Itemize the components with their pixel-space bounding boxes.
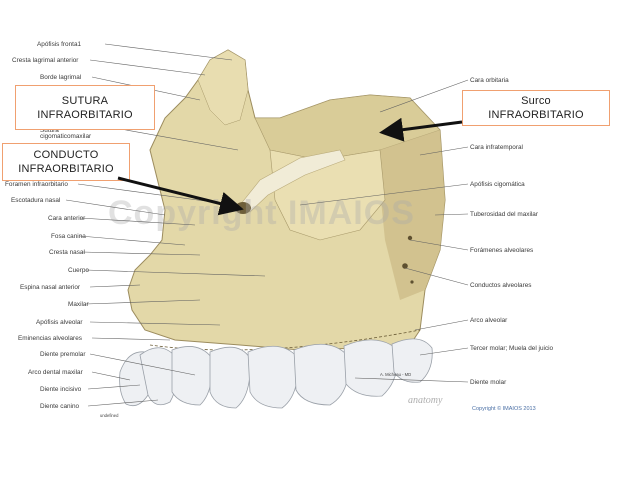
box-sutura-infraorbitario: SUTURA INFRAORBITARIO xyxy=(15,85,155,130)
small-note: undefined xyxy=(100,413,119,418)
label-foramenes-alveolares: Forámenes alveolares xyxy=(470,247,534,254)
label-maxilar: Maxilar xyxy=(68,301,89,308)
label-tercer-molar: Tercer molar; Muela del juicio xyxy=(470,345,554,352)
label-borde-lagrimal: Borde lagrimal xyxy=(40,74,82,81)
copyright-text: Copyright © IMAIOS 2013 xyxy=(472,406,536,412)
brand-mark: anatomy xyxy=(408,395,443,406)
label-diente-molar: Diente molar xyxy=(470,379,507,386)
box-surco-infraorbitario: Surco INFRAORBITARIO xyxy=(462,90,610,126)
infraorbital-canal xyxy=(239,149,346,213)
box-sutura-line1: SUTURA xyxy=(61,94,109,107)
tooth-molar-3 xyxy=(343,339,399,397)
label-tuberosidad: Tuberosidad del maxilar xyxy=(470,211,538,218)
box-conducto-line1: CONDUCTO xyxy=(33,149,99,161)
label-foramen-infraorbitario: Foramen infraorbitario xyxy=(5,181,68,188)
label-sutura-cigomaticomaxilar: Sutura cigomaticomaxilar xyxy=(40,127,92,141)
label-cara-infratemporal: Cara infratemporal xyxy=(470,144,523,151)
alveolar-foramen-3 xyxy=(410,280,414,284)
label-apofisis-cigomatica: Apófisis cigomática xyxy=(470,181,525,188)
label-arco-alveolar: Arco alveolar xyxy=(470,317,508,324)
label-cresta-nasal: Cresta nasal xyxy=(49,249,85,256)
box-surco-line2: INFRAORBITARIO xyxy=(488,109,584,121)
label-eminencias-alveolares: Eminencias alveolares xyxy=(18,335,82,342)
alveolar-foramen-1 xyxy=(407,235,413,241)
label-espina-nasal: Espina nasal anterior xyxy=(20,284,81,291)
alveolar-foramen-2 xyxy=(402,263,408,269)
label-cara-anterior: Cara anterior xyxy=(48,215,86,222)
label-conductos-alveolares: Conductos alveolares xyxy=(470,282,532,289)
tooth-premolar-1 xyxy=(171,346,213,406)
box-sutura-line2: INFRAORBITARIO xyxy=(37,108,133,121)
label-apofisis-frontal: Apófisis fronta1 xyxy=(37,41,82,48)
label-fosa-canina: Fosa canina xyxy=(51,233,86,240)
label-diente-canino: Diente canino xyxy=(40,403,80,410)
tooth-molar-1 xyxy=(247,345,299,409)
author-credit: A. Micheau - MD xyxy=(380,372,412,377)
label-escotadura-nasal: Escotadura nasal xyxy=(11,197,61,204)
label-cara-orbitaria: Cara orbitaria xyxy=(470,77,509,84)
label-cresta-lagrimal: Cresta lagrimal anterior xyxy=(12,57,79,64)
label-diente-premolar: Diente premolar xyxy=(40,351,86,358)
box-conducto-line2: INFRAORBITARIO xyxy=(18,163,114,175)
label-arco-dental: Arco dental maxilar xyxy=(28,369,83,376)
label-apofisis-alveolar: Apófisis alveolar xyxy=(36,319,83,326)
box-surco-line1: Surco xyxy=(521,95,551,107)
label-diente-incisivo: Diente incisivo xyxy=(40,386,82,393)
label-cuerpo: Cuerpo xyxy=(68,267,89,274)
tooth-premolar-2 xyxy=(209,346,251,409)
watermark: Copyright IMAIOS xyxy=(108,194,415,232)
tooth-molar-2 xyxy=(293,343,349,406)
box-conducto-infraorbitario: CONDUCTO INFRAORBITARIO xyxy=(2,143,130,181)
infratemporal-face xyxy=(380,130,445,300)
